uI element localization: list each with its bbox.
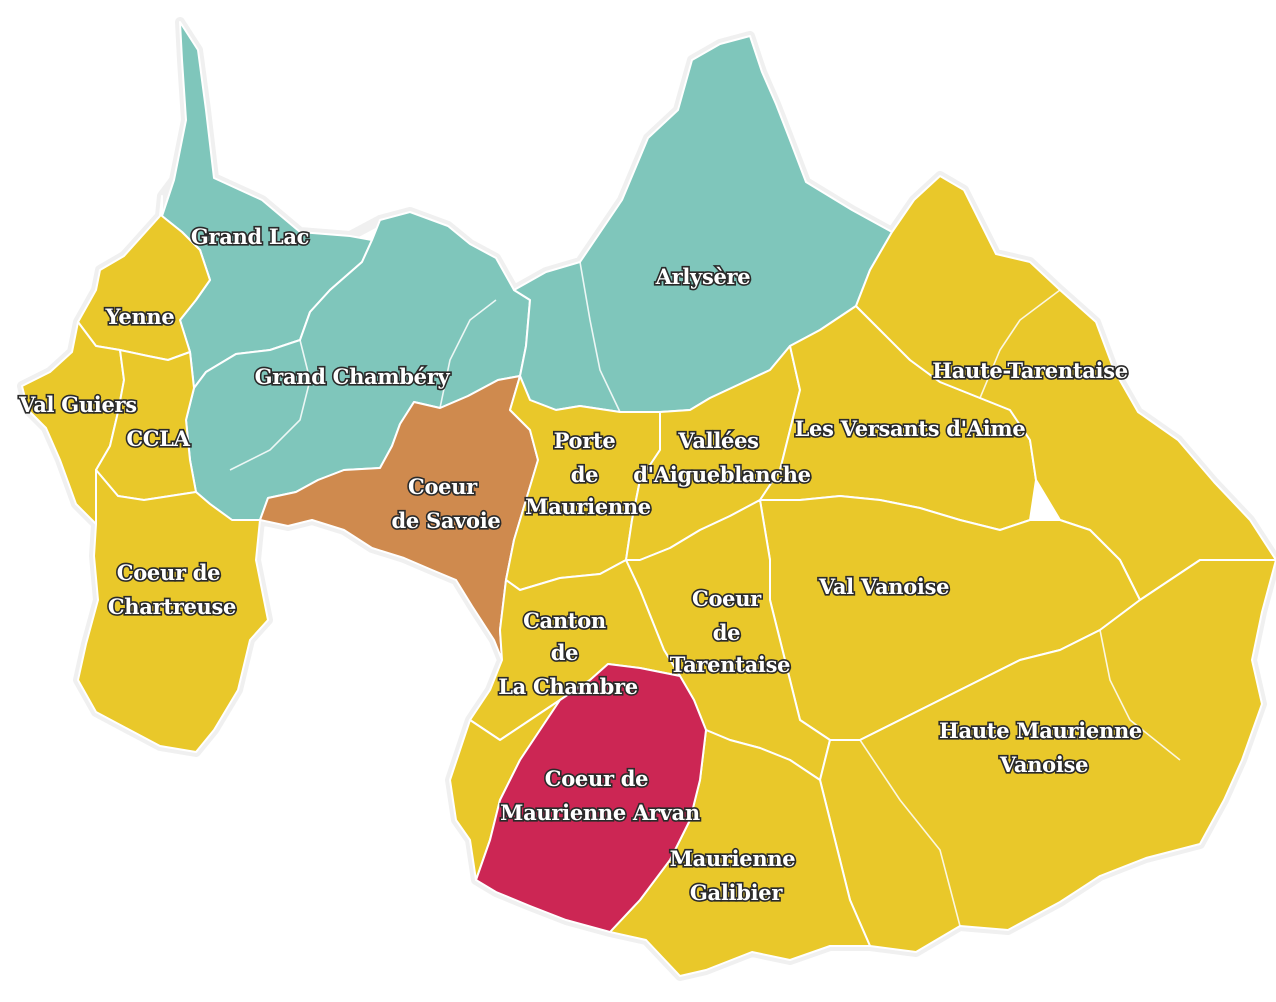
label-ccla: CCLA [126, 426, 190, 451]
region-coeur-de-chartreuse[interactable] [77, 469, 269, 753]
label-haute-maurienne-vanoise: Haute Maurienne Vanoise [939, 718, 1149, 777]
label-porte-de-maurienne: Porte de Maurienne [525, 428, 651, 519]
label-yenne: Yenne [105, 304, 175, 329]
label-coeur-de-chartreuse: Coeur de Chartreuse [108, 560, 236, 619]
inner-line-6 [859, 739, 961, 927]
label-grand-chambery: Grand Chambéry [255, 364, 451, 389]
label-versants-aime: Les Versants d'Aime [795, 416, 1026, 441]
label-coeur-maurienne-arvan: Coeur de Maurienne Arvan [500, 766, 700, 825]
label-haute-tarentaise: Haute-Tarentaise [932, 358, 1128, 383]
region-coeur-maurienne-arvan[interactable] [475, 663, 707, 933]
label-coeur-de-tarentaise: Coeur de Tarentaise [670, 586, 790, 677]
inner-line-3 [579, 261, 621, 413]
label-vallees-aigueblanche: Vallées d'Aigueblanche [633, 428, 810, 487]
label-val-vanoise: Val Vanoise [818, 574, 949, 599]
label-maurienne-galibier: Maurienne Galibier [670, 846, 803, 905]
inner-line-5 [1099, 629, 1181, 761]
label-val-guiers: Val Guiers [18, 392, 137, 417]
inner-line-1 [229, 339, 311, 471]
label-coeur-de-savoie: Coeur de Savoie [392, 474, 501, 533]
label-grand-lac: Grand Lac [191, 224, 309, 249]
label-canton-la-chambre: Canton de La Chambre [498, 608, 638, 699]
inner-line-2 [439, 299, 497, 409]
label-arlysere: Arlysère [655, 264, 751, 289]
inner-line-4 [979, 289, 1061, 399]
